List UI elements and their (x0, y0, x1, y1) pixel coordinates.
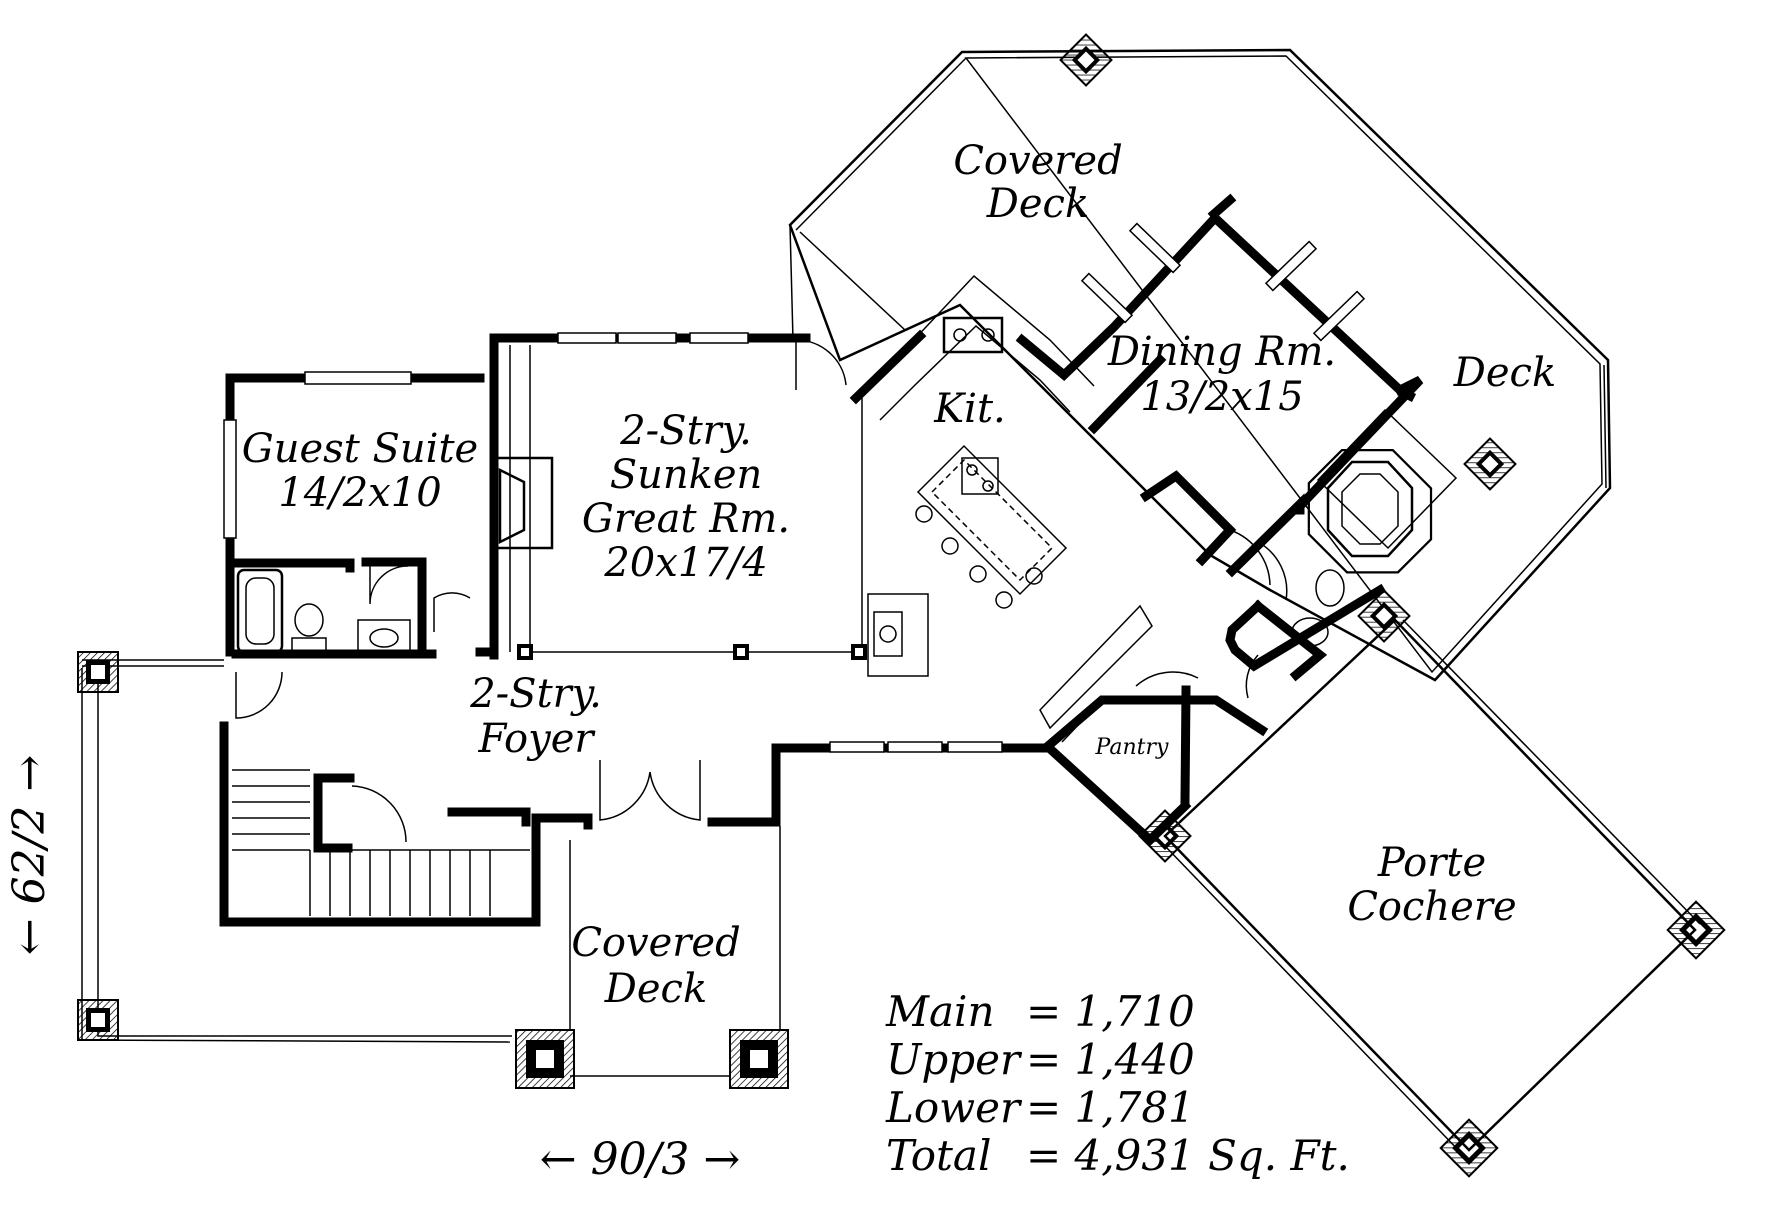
svg-text:Main: Main (885, 987, 995, 1036)
window (223, 222, 1366, 753)
svg-text:= 1,440: = 1,440 (1026, 1035, 1195, 1084)
room-label-deck: Deck (1453, 350, 1556, 396)
interior-walls (231, 557, 531, 853)
porte-cochere-outline (1163, 618, 1701, 1157)
room-label-kitchen: Kit. (933, 386, 1005, 432)
svg-text:Foyer: Foyer (477, 716, 596, 762)
svg-text:= 4,931 Sq. Ft.: = 4,931 Sq. Ft. (1026, 1131, 1350, 1180)
svg-text:= 1,710: = 1,710 (1026, 987, 1195, 1036)
door (235, 339, 1288, 843)
square-footage-table: Main = 1,710 Upper = 1,440 Lower = 1,781… (885, 987, 1350, 1180)
svg-text:Lower: Lower (885, 1083, 1023, 1132)
column-marker (1059, 33, 1113, 87)
svg-text:Cochere: Cochere (1347, 884, 1516, 930)
svg-text:Sunken: Sunken (610, 452, 763, 498)
porch-column (515, 1029, 575, 1089)
fireplace (494, 345, 863, 653)
room-label-guest-suite: Guest Suite 14/2x10 (242, 426, 478, 516)
vanity-sink (357, 619, 411, 653)
room-label-dining: Dining Rm. 13/2x15 (1107, 329, 1336, 420)
rear-deck-outline (788, 48, 1612, 682)
porch-column (729, 1029, 789, 1089)
room-label-porte-cochere: Porte Cochere (1347, 840, 1516, 930)
svg-text:Total: Total (886, 1131, 991, 1180)
kitchen-island (915, 444, 1068, 609)
svg-text:Upper: Upper (886, 1035, 1023, 1084)
svg-text:14/2x10: 14/2x10 (278, 470, 441, 516)
svg-text:13/2x15: 13/2x15 (1140, 374, 1303, 420)
room-label-foyer: 2-Stry. Foyer (469, 671, 602, 762)
stairs (232, 769, 530, 916)
svg-text:2-Stry.: 2-Stry. (619, 408, 752, 454)
column-marker (1357, 589, 1411, 643)
svg-text:Covered: Covered (953, 138, 1122, 184)
exterior-walls (219, 193, 1424, 927)
prep-sink (867, 593, 929, 677)
svg-text:Deck: Deck (986, 181, 1089, 227)
svg-text:Great Rm.: Great Rm. (582, 496, 790, 542)
dimension-depth: ← 62/2 → (4, 755, 55, 956)
porch-column (77, 651, 119, 693)
dimension-width: ← 90/3 → (540, 1134, 741, 1185)
powder-toilet (1291, 569, 1345, 647)
svg-text:Deck: Deck (604, 966, 707, 1012)
svg-text:2-Stry.: 2-Stry. (469, 671, 602, 717)
room-label-covered-deck-front: Covered Deck (571, 920, 740, 1012)
svg-text:Covered: Covered (571, 920, 740, 966)
svg-text:20x17/4: 20x17/4 (603, 540, 767, 586)
svg-text:= 1,781: = 1,781 (1026, 1083, 1195, 1132)
interior-column (517, 644, 867, 660)
hot-tub (1307, 408, 1458, 574)
toilet (291, 603, 327, 653)
svg-text:Dining Rm.: Dining Rm. (1107, 329, 1336, 375)
svg-text:Guest Suite: Guest Suite (242, 426, 478, 472)
room-label-covered-deck-rear: Covered Deck (953, 138, 1122, 227)
bathtub (236, 568, 284, 654)
room-label-great-room: 2-Stry. Sunken Great Rm. 20x17/4 (582, 408, 790, 586)
kitchen-counter (855, 274, 1095, 421)
svg-text:Porte: Porte (1377, 840, 1486, 886)
pantry-shelving (1039, 604, 1153, 743)
front-deck-outline (81, 659, 781, 1077)
room-label-pantry: Pantry (1095, 735, 1169, 760)
column-marker (1463, 437, 1517, 491)
porch-column (77, 999, 119, 1041)
